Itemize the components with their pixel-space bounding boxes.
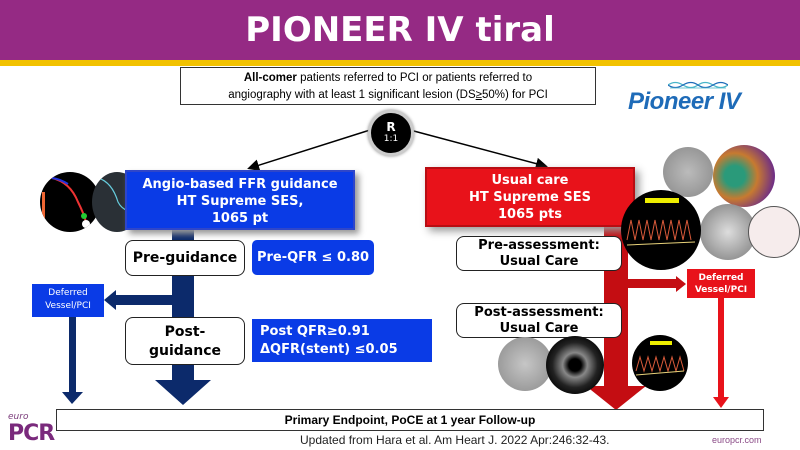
pioneer-logo: Pioneer IV [628, 80, 768, 120]
population-line-1: All-comer patients referred to PCI or pa… [181, 70, 595, 87]
right-deferred-arrowhead [713, 397, 729, 408]
right-arm-title: Usual care [491, 173, 569, 188]
right-arm-count: 1065 pts [498, 207, 562, 222]
post-guidance-box: Post- guidance [125, 317, 245, 365]
ivus-image [546, 336, 604, 394]
delta-qfr-line: ΔQFR(stent) ≤0.05 [260, 342, 398, 357]
post-assessment-line-2: Usual Care [499, 321, 579, 336]
pre-assessment-box: Pre-assessment: Usual Care [456, 236, 622, 271]
left-deferred-arrowhead [62, 392, 83, 404]
left-arm-count: 1065 pt [211, 211, 269, 226]
title-bar: PIONEER IV tiral [0, 0, 800, 60]
left-arm-device: HT Supreme SES, [176, 194, 304, 209]
primary-endpoint-box: Primary Endpoint, PoCE at 1 year Follow-… [56, 409, 764, 431]
randomization-circle: R 1:1 [368, 110, 414, 156]
right-branch [628, 279, 678, 288]
population-line2-pre: angiography with at least 1 significant … [228, 89, 476, 101]
post-guidance-line-2: guidance [148, 343, 222, 359]
europcr-url: europcr.com [712, 435, 762, 445]
post-qfr-criteria: Post QFR≥0.91 ΔQFR(stent) ≤0.05 [252, 319, 432, 362]
right-branch-arrowhead [676, 276, 686, 292]
post-guidance-line-1: Post- [164, 324, 206, 340]
angiogram-image [663, 147, 713, 197]
population-bold: All-comer [243, 72, 297, 84]
right-main-arrowhead [586, 386, 646, 410]
post-assessment-line-1: Post-assessment: [474, 305, 604, 320]
post-qfr-line-1: Post QFR≥0.91 [260, 324, 370, 339]
ge-symbol: ≥ [475, 89, 482, 101]
left-branch-arrowhead [104, 290, 116, 310]
logo-euro-text: euro [8, 412, 29, 422]
randomization-label: R [386, 120, 396, 134]
ffr-tracing-post-image [632, 335, 688, 391]
pre-guidance-label: Pre-guidance [132, 250, 238, 266]
logo-pcr-text: PCR [8, 421, 55, 446]
right-deferred-line-1: Deferred [698, 273, 744, 283]
left-main-arrowhead [155, 380, 211, 405]
citation: Updated from Hara et al. Am Heart J. 202… [300, 433, 610, 447]
wave-icon [668, 81, 728, 89]
europcr-logo: euro PCR [8, 412, 55, 446]
arrow-to-right-arm [409, 129, 548, 170]
post-assessment-box: Post-assessment: Usual Care [456, 303, 622, 338]
arrow-to-left-arm [247, 129, 371, 172]
left-arm-title: Angio-based FFR guidance [142, 177, 338, 192]
ffr-tracing-image [621, 190, 701, 270]
qfr-angiogram-image [40, 172, 100, 232]
right-deferred-box: Deferred Vessel/PCI [687, 269, 755, 298]
accent-bar [0, 60, 800, 66]
right-deferred-line [718, 298, 724, 398]
pre-assessment-line-2: Usual Care [499, 254, 579, 269]
coronary-cast-image [700, 204, 756, 260]
left-deferred-line-2: Vessel/PCI [45, 301, 91, 311]
population-line-2: angiography with at least 1 significant … [181, 87, 595, 104]
population-box: All-comer patients referred to PCI or pa… [180, 67, 596, 105]
left-deferred-box: Deferred Vessel/PCI [32, 284, 104, 317]
left-deferred-line-1: Deferred [48, 288, 88, 298]
angiogram-post-image [498, 337, 552, 391]
ecg-image [748, 206, 800, 258]
randomization-ratio: 1:1 [383, 134, 399, 144]
perfusion-scan-image [713, 145, 775, 207]
angio-ffr-arm-box: Angio-based FFR guidance HT Supreme SES,… [125, 170, 355, 230]
logo-text: Pioneer IV [628, 88, 741, 115]
usual-care-arm-box: Usual care HT Supreme SES 1065 pts [425, 167, 635, 227]
right-arm-device: HT Supreme SES [469, 190, 591, 205]
pre-assessment-line-1: Pre-assessment: [478, 238, 600, 253]
population-rest: patients referred to PCI or patients ref… [296, 72, 533, 84]
right-deferred-line-2: Vessel/PCI [694, 285, 748, 295]
page-title: PIONEER IV tiral [245, 10, 555, 50]
left-deferred-line [69, 317, 76, 393]
pre-guidance-box: Pre-guidance [125, 240, 245, 276]
pre-qfr-criterion: Pre-QFR ≤ 0.80 [252, 240, 374, 275]
left-branch [112, 295, 174, 305]
population-line2-post: 50%) for PCI [481, 89, 548, 101]
